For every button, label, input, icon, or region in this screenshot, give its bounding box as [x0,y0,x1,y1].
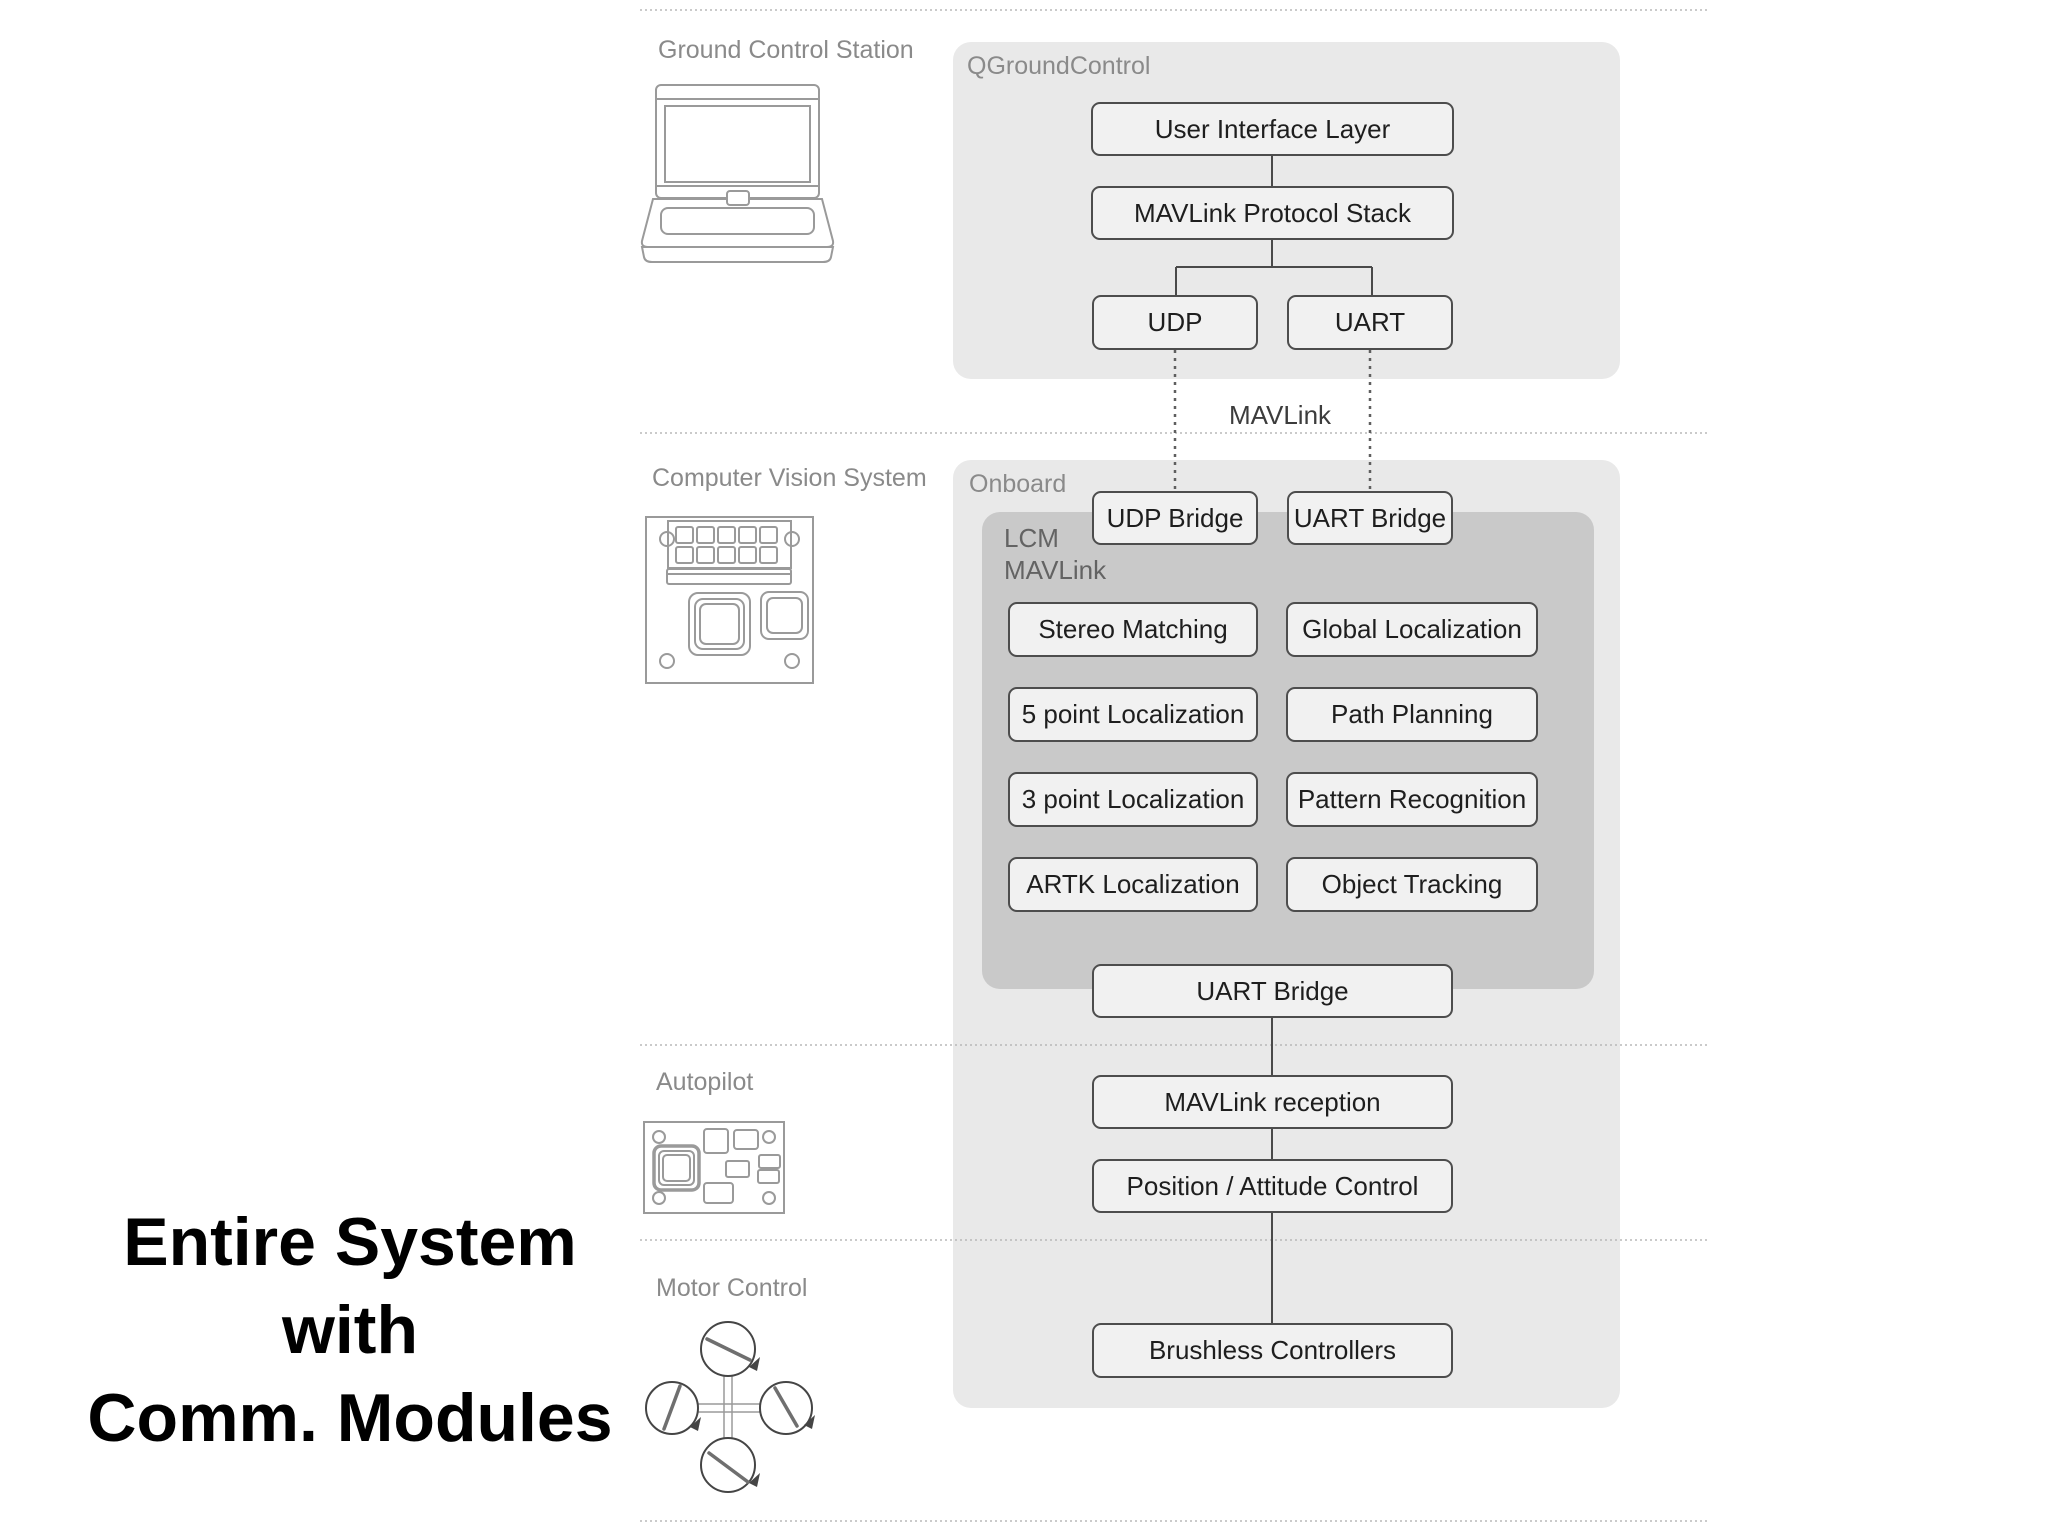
node-uart-bridge-bottom: UART Bridge [1092,964,1453,1018]
node-object-tracking: Object Tracking [1286,857,1538,912]
slide-caption-line3: Comm. Modules [87,1380,613,1456]
section-label-ground-control-station: Ground Control Station [658,36,914,64]
slide-caption: Entire System with Comm. Modules [45,1198,655,1462]
lcm-panel-title-line2: MAVLink [1004,555,1107,585]
node-3-point-localization: 3 point Localization [1008,772,1258,827]
node-user-interface-layer: User Interface Layer [1091,102,1454,156]
node-udp-bridge: UDP Bridge [1092,491,1258,545]
node-artk-localization: ARTK Localization [1008,857,1258,912]
node-mavlink-reception: MAVLink reception [1092,1075,1453,1129]
autopilot-board-icon [643,1121,785,1214]
node-stereo-matching: Stereo Matching [1008,602,1258,657]
section-label-autopilot: Autopilot [656,1068,754,1096]
node-position-attitude-control: Position / Attitude Control [1092,1159,1453,1213]
mavlink-link-label: MAVLink [1228,400,1332,430]
separator-lines [640,9,1708,1522]
node-mavlink-protocol-stack: MAVLink Protocol Stack [1091,186,1454,240]
rotation-arrowheads [690,1357,815,1487]
qgroundcontrol-panel-title: QGroundControl [967,52,1151,80]
laptop-icon [640,84,835,263]
node-pattern-recognition: Pattern Recognition [1286,772,1538,827]
vision-board-icon [645,516,814,684]
connector-lines [1175,156,1373,1323]
node-brushless-controllers: Brushless Controllers [1092,1323,1453,1378]
node-uart-bridge: UART Bridge [1287,491,1453,545]
node-global-localization: Global Localization [1286,602,1538,657]
node-path-planning: Path Planning [1286,687,1538,742]
node-uart: UART [1287,295,1453,350]
quadcopter-icon [645,1321,815,1493]
node-udp: UDP [1092,295,1258,350]
lcm-panel-title-line1: LCM [1004,523,1059,553]
section-label-computer-vision-system: Computer Vision System [652,464,927,492]
slide-caption-line1: Entire System [123,1204,577,1280]
slide-caption-line2: with [282,1292,418,1368]
node-5-point-localization: 5 point Localization [1008,687,1258,742]
section-label-motor-control: Motor Control [656,1274,808,1302]
onboard-panel-title: Onboard [969,470,1067,498]
lcm-panel-title: LCM MAVLink [1004,522,1106,586]
